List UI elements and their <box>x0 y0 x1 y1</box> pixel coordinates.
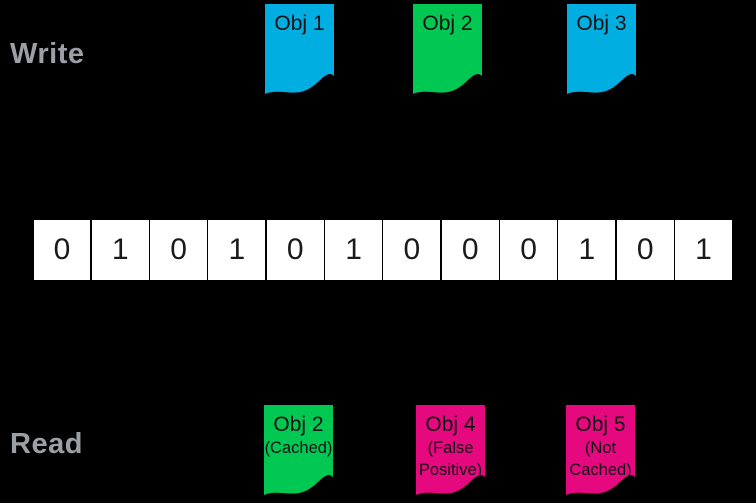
tag-label: Obj 1 <box>274 12 325 35</box>
bookmark-shape-icon <box>413 4 482 94</box>
bit-cell: 1 <box>324 219 383 281</box>
bit-cell: 0 <box>499 219 558 281</box>
bookmark-shape-icon <box>566 405 635 495</box>
bit-cell: 0 <box>149 219 208 281</box>
bookmark-shape-icon <box>567 4 636 94</box>
tag-sublabel: (Not Cached) <box>569 439 632 479</box>
bit-cell: 1 <box>90 219 150 281</box>
tag-label: Obj 2 <box>422 12 473 35</box>
bit-cell: 0 <box>32 219 92 281</box>
bit-cell: 0 <box>615 219 675 281</box>
bookmark-shape-icon <box>265 4 334 94</box>
bit-cell: 1 <box>557 219 617 281</box>
bookmark-shape-icon <box>264 405 333 495</box>
read-tag-obj2-cached: Obj 2 (Cached) <box>264 405 333 497</box>
tag-label: Obj 3 <box>576 12 627 35</box>
tag-sublabel: (False Positive) <box>418 439 483 479</box>
read-tag-obj4-false-positive: Obj 4 (False Positive) <box>416 405 485 497</box>
bit-array: 0 1 0 1 0 1 0 0 0 1 0 1 <box>32 219 733 281</box>
tag-label: Obj 4 <box>425 413 476 436</box>
write-tag-obj1: Obj 1 <box>265 4 334 96</box>
read-tag-obj5-not-cached: Obj 5 (Not Cached) <box>566 405 635 497</box>
bit-cell: 0 <box>440 219 500 281</box>
bit-cell: 0 <box>382 219 442 281</box>
bit-cell: 1 <box>674 219 733 281</box>
tag-label: Obj 5 <box>575 413 626 436</box>
bookmark-shape-icon <box>416 405 485 495</box>
write-label: Write <box>10 38 85 70</box>
tag-sublabel: (Cached) <box>264 439 333 458</box>
tag-label: Obj 2 <box>273 413 324 436</box>
bit-cell: 1 <box>207 219 267 281</box>
write-tag-obj3: Obj 3 <box>567 4 636 96</box>
bit-cell: 0 <box>265 219 325 281</box>
write-tag-obj2: Obj 2 <box>413 4 482 96</box>
read-label: Read <box>10 428 83 460</box>
